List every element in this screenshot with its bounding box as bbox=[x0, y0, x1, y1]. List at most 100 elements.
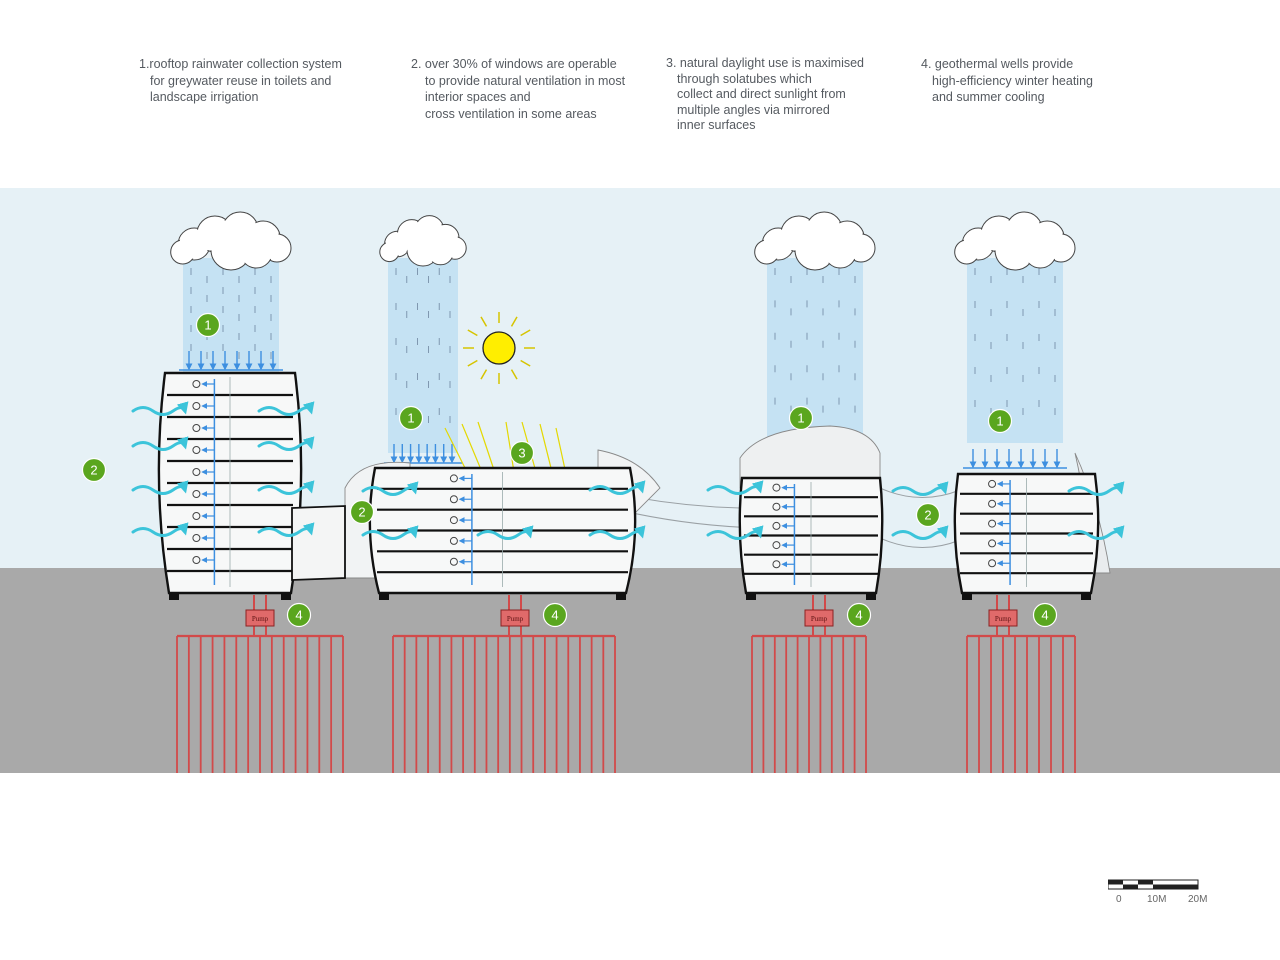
pump-box bbox=[500, 609, 530, 627]
bridge-line bbox=[879, 537, 961, 548]
fixture-icon bbox=[988, 539, 997, 548]
daylight-ray bbox=[444, 427, 469, 475]
geothermal-well-field: Pump bbox=[966, 595, 1076, 773]
marker-badge-number: 4 bbox=[295, 608, 302, 623]
note-daylight-line-1: 3. natural daylight use is maximised bbox=[666, 56, 865, 70]
note-daylight-line-2: through solatubes which bbox=[677, 71, 812, 86]
pump-label: Pump bbox=[252, 615, 269, 623]
fixture-icon bbox=[772, 560, 781, 569]
cloud-icon bbox=[170, 211, 292, 271]
note-rainwater-line-3: landscape irrigation bbox=[150, 90, 259, 104]
rain-column bbox=[767, 258, 863, 440]
scale-label-0: 0 bbox=[1116, 894, 1122, 905]
fixture-icon bbox=[192, 402, 201, 410]
note-ventilation-line-1: 2. over 30% of windows are operable bbox=[411, 57, 617, 71]
marker-badge-number: 4 bbox=[1041, 608, 1048, 623]
building-section bbox=[738, 476, 884, 600]
note-rainwater-line-1: 1.rooftop rainwater collection system bbox=[139, 57, 342, 71]
building-section bbox=[953, 472, 1100, 600]
pump-label: Pump bbox=[811, 615, 828, 623]
marker-badge-4: 4 bbox=[542, 602, 568, 628]
marker-badge-4: 4 bbox=[846, 602, 872, 628]
daylight-ray bbox=[505, 421, 515, 473]
geothermal-layer: Pump Pump Pump Pump bbox=[176, 595, 1076, 773]
ventilation-arrow bbox=[1067, 525, 1125, 540]
rain-column bbox=[183, 258, 279, 373]
marker-badge-1: 1 bbox=[398, 405, 424, 431]
marker-badge-number: 1 bbox=[407, 411, 414, 426]
fixture-icon bbox=[988, 519, 997, 528]
fixture-icon bbox=[192, 490, 201, 498]
footing bbox=[281, 593, 291, 600]
buildings-layer bbox=[157, 371, 1100, 600]
geothermal-well-field: Pump bbox=[751, 595, 867, 773]
fixture-icon bbox=[988, 559, 997, 568]
note-geothermal-line-1: 4. geothermal wells provide bbox=[921, 57, 1074, 71]
fixture-icon bbox=[772, 541, 781, 550]
footing bbox=[866, 593, 876, 600]
scale-label-10m: 10M bbox=[1147, 894, 1167, 905]
fixture-icon bbox=[449, 536, 458, 545]
ventilation-arrow bbox=[706, 480, 764, 495]
fixture-icon bbox=[449, 516, 458, 525]
roof-canopy bbox=[739, 425, 881, 489]
daylight-ray bbox=[477, 421, 495, 471]
marker-badge-1: 1 bbox=[195, 312, 221, 338]
scale-bar bbox=[1108, 879, 1199, 890]
cloud-icon bbox=[379, 215, 467, 267]
note-geothermal-line-2: high-efficiency winter heating bbox=[932, 73, 1093, 88]
marker-badge-2: 2 bbox=[915, 502, 941, 528]
ventilation-arrow bbox=[131, 401, 189, 416]
marker-badge-4: 4 bbox=[1032, 602, 1058, 628]
footing bbox=[962, 593, 972, 600]
marker-badge-number: 1 bbox=[797, 411, 804, 426]
note-daylight-line-4: multiple angles via mirrored bbox=[677, 102, 830, 117]
pump-box bbox=[804, 609, 834, 627]
ventilation-arrow bbox=[257, 522, 315, 537]
building-section bbox=[368, 466, 637, 600]
marker-badge-4: 4 bbox=[286, 602, 312, 628]
footing bbox=[746, 593, 756, 600]
marker-badge-2: 2 bbox=[349, 499, 375, 525]
rain-column bbox=[967, 258, 1063, 443]
marker-badge-number: 2 bbox=[924, 508, 931, 523]
fixture-icon bbox=[192, 380, 201, 388]
ventilation-arrow bbox=[1067, 481, 1125, 496]
ventilation-arrow bbox=[361, 525, 419, 540]
marker-badge-number: 4 bbox=[551, 608, 558, 623]
footing bbox=[169, 593, 179, 600]
ventilation-arrow bbox=[131, 480, 189, 495]
bridge-line bbox=[879, 487, 961, 498]
footing bbox=[1081, 593, 1091, 600]
daylight-ray bbox=[539, 423, 553, 473]
ventilation-arrow bbox=[131, 436, 189, 451]
rain-column bbox=[388, 258, 458, 453]
pump-box bbox=[988, 609, 1018, 627]
wind-layer bbox=[131, 401, 1125, 540]
fixture-icon bbox=[772, 521, 781, 530]
marker-badge-number: 4 bbox=[855, 608, 862, 623]
fixture-icon bbox=[772, 483, 781, 492]
fixture-icon bbox=[988, 479, 997, 488]
marker-badge-number: 3 bbox=[518, 446, 525, 461]
rain-layer bbox=[170, 211, 1076, 474]
note-rainwater-line-2: for greywater reuse in toilets and bbox=[150, 73, 332, 88]
ventilation-arrow bbox=[257, 401, 315, 416]
ventilation-arrow bbox=[257, 436, 315, 451]
marker-badge-3: 3 bbox=[509, 440, 535, 466]
footing bbox=[616, 593, 626, 600]
geothermal-well-field: Pump bbox=[176, 595, 344, 773]
pump-label: Pump bbox=[507, 615, 524, 623]
note-daylight: 3. natural daylight use is maximised thr… bbox=[666, 56, 864, 134]
fixture-icon bbox=[192, 534, 201, 542]
fixture-icon bbox=[449, 557, 458, 566]
pump-label: Pump bbox=[995, 615, 1012, 623]
marker-badge-2: 2 bbox=[81, 457, 107, 483]
note-daylight-line-3: collect and direct sunlight from bbox=[677, 87, 846, 102]
marker-badge-number: 1 bbox=[204, 318, 211, 333]
ventilation-arrow bbox=[891, 481, 949, 496]
marker-badge-number: 2 bbox=[90, 463, 97, 478]
pump-box bbox=[245, 609, 275, 627]
fixture-icon bbox=[449, 495, 458, 504]
